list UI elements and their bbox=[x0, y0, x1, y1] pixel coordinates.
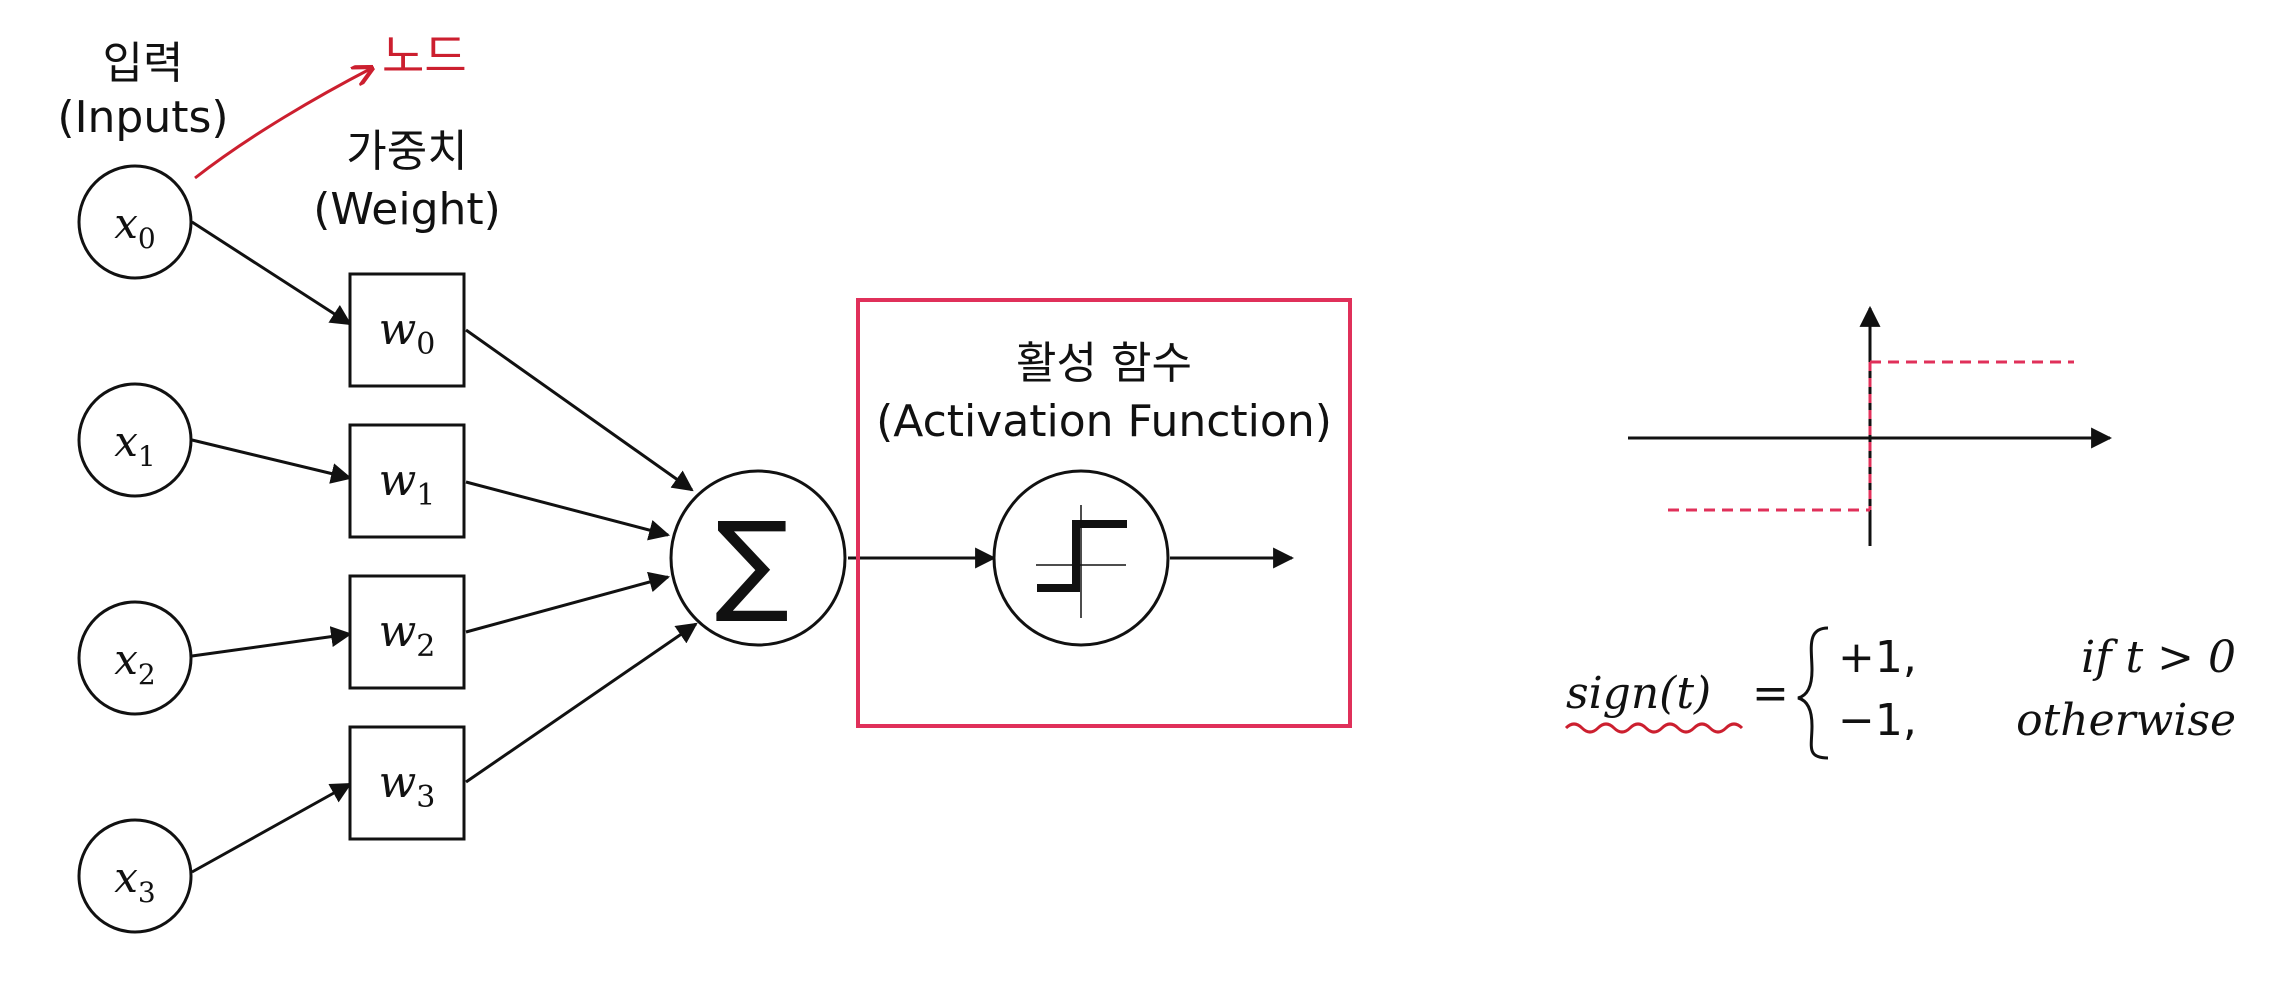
edge-x2-w2 bbox=[191, 626, 353, 658]
svg-text:w1: w1 bbox=[379, 455, 436, 513]
edge-x1-w1 bbox=[191, 438, 353, 484]
annotation-node-label: 노드 bbox=[382, 29, 467, 83]
input-node-3: x3 bbox=[77, 818, 193, 934]
activation-node bbox=[992, 469, 1170, 647]
edge-x0-w0 bbox=[191, 220, 352, 326]
formula-brace bbox=[1797, 626, 1829, 760]
sum-symbol: ∑ bbox=[715, 498, 789, 626]
edge-w0-sum bbox=[465, 328, 694, 492]
formula-case-pos-value: +1, bbox=[1838, 632, 1917, 683]
inputs-label-en: (Inputs) bbox=[57, 92, 228, 143]
svg-text:w0: w0 bbox=[379, 304, 436, 362]
formula-equals: = bbox=[1752, 668, 1789, 719]
input-node-1: x1 bbox=[77, 382, 193, 498]
formula-lhs: sign(t) bbox=[1566, 668, 1711, 719]
activation-box bbox=[856, 298, 1352, 728]
edge-w2-sum bbox=[465, 571, 671, 634]
formula-squiggle bbox=[1564, 722, 1744, 734]
formula-case-pos-cond: if t > 0 bbox=[2081, 632, 2236, 683]
edge-x3-w3 bbox=[191, 782, 352, 874]
activation-label-en: (Activation Function) bbox=[876, 396, 1332, 447]
svg-text:x3: x3 bbox=[114, 853, 156, 909]
input-node-2: x2 bbox=[77, 600, 193, 716]
formula-case-neg-cond: otherwise bbox=[2016, 695, 2236, 746]
svg-text:w2: w2 bbox=[379, 606, 436, 664]
formula-case-neg-value: −1, bbox=[1838, 695, 1917, 746]
weights-label-en: (Weight) bbox=[313, 184, 501, 235]
sign-formula: sign(t) = +1, if t > 0 −1, otherwise bbox=[1564, 626, 2236, 760]
edge-w1-sum bbox=[465, 480, 671, 541]
annotation-arrow bbox=[194, 68, 372, 180]
weight-box-3: w3 bbox=[348, 725, 466, 841]
weights-label-ko: 가중치 bbox=[346, 126, 467, 177]
sign-function-plot bbox=[1628, 305, 2113, 546]
inputs-label-ko: 입력 bbox=[103, 38, 184, 89]
svg-text:x2: x2 bbox=[114, 635, 156, 691]
edge-w3-sum bbox=[465, 622, 698, 784]
step-function-icon bbox=[1036, 505, 1127, 618]
svg-text:x0: x0 bbox=[114, 199, 156, 255]
weight-box-2: w2 bbox=[348, 574, 466, 690]
sum-node: ∑ bbox=[669, 469, 847, 647]
svg-text:w3: w3 bbox=[379, 757, 436, 815]
weight-box-1: w1 bbox=[348, 423, 466, 539]
svg-text:x1: x1 bbox=[114, 417, 156, 473]
weight-box-0: w0 bbox=[348, 272, 466, 388]
input-node-0: x0 bbox=[77, 164, 193, 280]
activation-label-ko: 활성 함수 bbox=[1016, 338, 1192, 389]
